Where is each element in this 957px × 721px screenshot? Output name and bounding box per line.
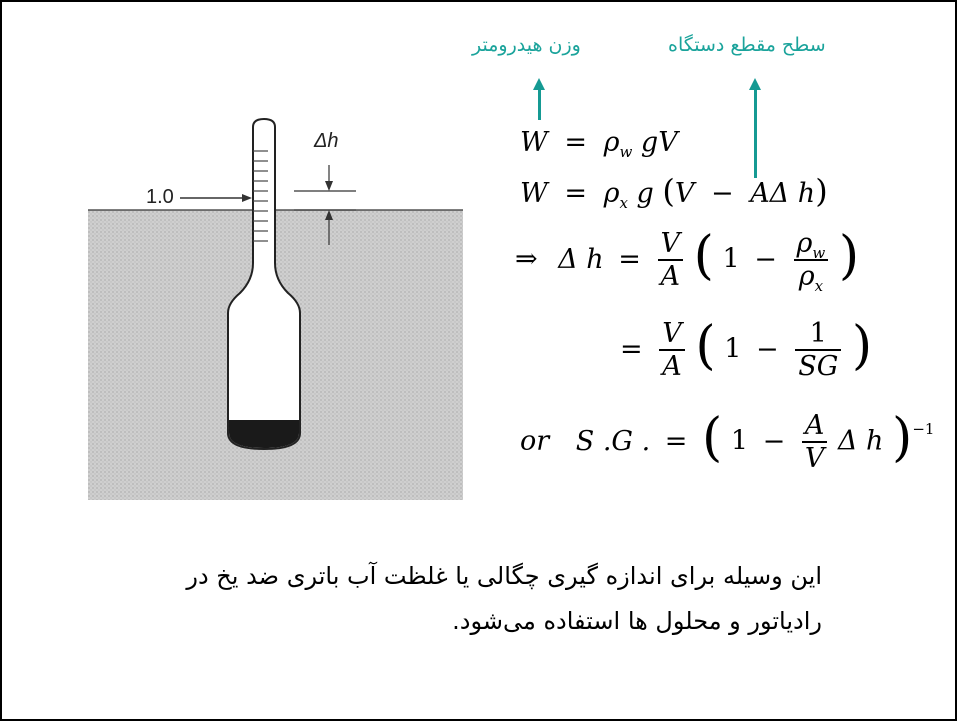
- arrow-up-icon: [749, 78, 761, 90]
- pointer-arrowhead: [242, 194, 252, 202]
- delta-h-label: Δh: [314, 130, 339, 152]
- equation-buoyancy-1: W = ρw gV: [520, 127, 678, 161]
- label-hydrometer-weight: وزن هیدرومتر: [472, 34, 581, 56]
- arrow-shaft: [538, 88, 541, 120]
- label-cross-section-area: سطح مقطع دستگاه: [668, 34, 826, 56]
- arrow-up-icon: [533, 78, 545, 90]
- hydrometer-figure: [88, 117, 463, 500]
- equation-buoyancy-2: W = ρx g (V − AΔ h): [520, 172, 828, 212]
- surface-mark-label: 1.0: [146, 186, 174, 208]
- stem-scale: [253, 150, 268, 242]
- ballast-weight: [229, 420, 299, 448]
- arrow-shaft: [754, 88, 757, 178]
- description-line-2: رادیاتور و محلول ها استفاده می‌شود.: [452, 607, 822, 635]
- hydrometer-body: [227, 117, 301, 451]
- description-line-1: این وسیله برای اندازه گیری چگالی یا غلظت…: [186, 562, 822, 590]
- description-paragraph: این وسیله برای اندازه گیری چگالی یا غلظت…: [186, 554, 822, 644]
